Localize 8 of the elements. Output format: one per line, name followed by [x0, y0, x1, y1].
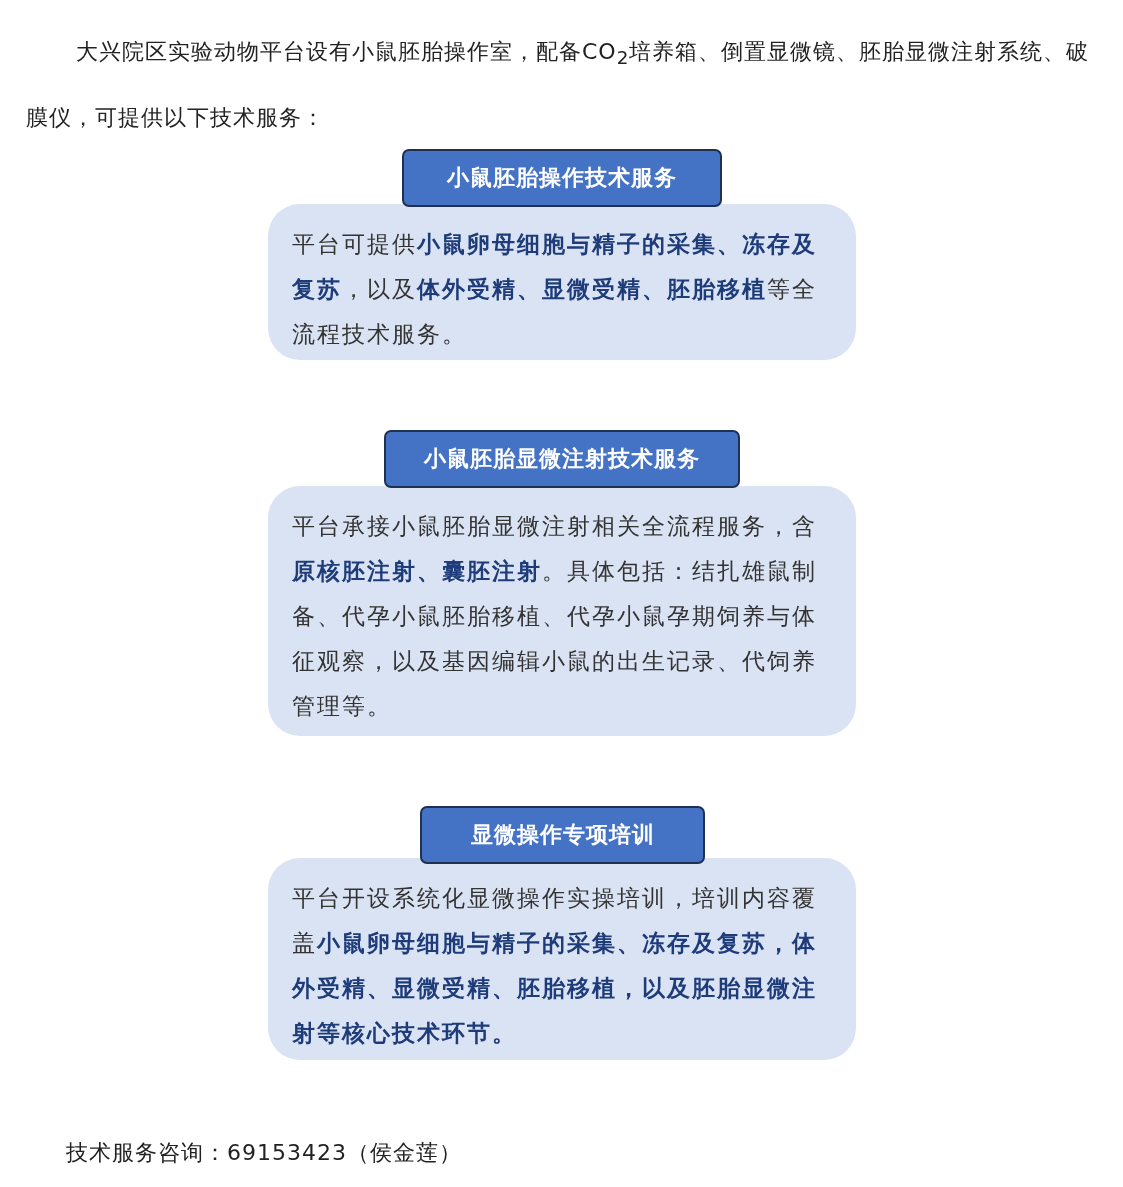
- description-panel: 平台可提供小鼠卵母细胞与精子的采集、冻存及复苏，以及体外受精、显微受精、胚胎移植等全流程技术服务。: [268, 204, 856, 360]
- description-panel: 平台开设系统化显微操作实操培训，培训内容覆盖小鼠卵母细胞与精子的采集、冻存及复苏，体外受精、显微受精、胚胎移植，以及胚胎显微注射等核心技术环节。: [268, 858, 856, 1060]
- contact-note: 技术服务咨询：69153423（侯金莲）: [66, 1139, 462, 1167]
- description-panel: 平台承接小鼠胚胎显微注射相关全流程服务，含原核胚注射、囊胚注射。具体包括：结扎雄鼠制备、代孕小鼠胚胎移植、代孕小鼠孕期饲养与体征观察，以及基因编辑小鼠的出生记录、代饲养管理等。: [268, 486, 856, 736]
- heading-banner: 显微操作专项培训: [420, 806, 705, 864]
- intro-paragraph: 大兴院区实验动物平台设有小鼠胚胎操作室，配备CO$_{2}$培养箱、倒置显微镜、胚胎显微注射系统、破膜仪，可提供以下技术服务：: [26, 38, 1091, 133]
- heading-banner: 小鼠胚胎显微注射技术服务: [384, 430, 740, 488]
- heading-banner: 小鼠胚胎操作技术服务: [402, 149, 722, 207]
